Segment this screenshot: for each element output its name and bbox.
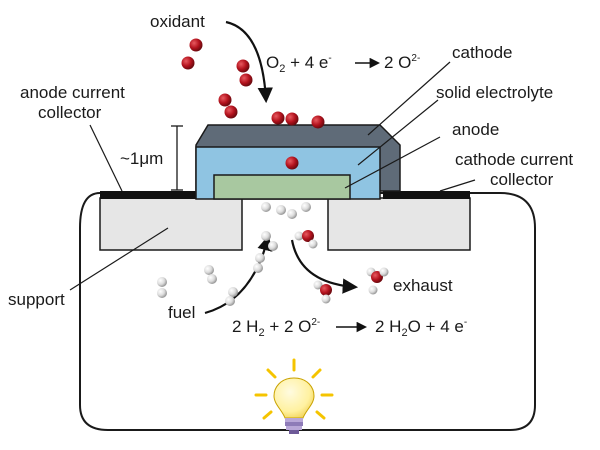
cathode-current-collector-label-1: cathode current [455,150,573,169]
chamber-outline [79,192,536,431]
oxidant-label: oxidant [150,12,205,31]
solid-electrolyte-label: solid electrolyte [436,83,553,102]
support-right [327,197,471,251]
oxidant-flow-arrow [225,20,273,104]
exhaust-molecules [294,230,389,304]
anode-collector-leader [89,124,123,192]
support-left [99,197,243,251]
cathode-current-collector-label-2: collector [490,170,554,189]
thickness-label: ~1μm [120,149,163,168]
cathode-reaction-product: 2 O2- [384,53,420,72]
support-leader [69,227,169,291]
anode-current-collector-label-2: collector [38,103,102,122]
fuel-molecules [157,202,311,306]
cathode-current-collector [383,191,470,199]
cathode-leader [367,61,451,136]
cathode-reaction-equation: O2 + 4 e- [266,53,332,75]
exhaust-flow-arrow [290,239,359,294]
support-label: support [8,290,65,309]
anode-current-collector-label-1: anode current [20,83,125,102]
light-bulb-icon [254,358,334,434]
cathode-collector-leader [439,179,476,192]
exhaust-label: exhaust [393,276,453,295]
fuel-label: fuel [168,303,195,322]
thickness-indicator [171,125,183,191]
anode-reaction-product: 2 H2O + 4 e- [375,317,467,339]
oxygen-molecules [181,38,325,170]
anode-leader [344,136,441,189]
fuel-flow-arrow [204,235,273,315]
anode-label: anode [452,120,499,139]
electrolyte-leader [357,99,439,166]
cathode-label: cathode [452,43,513,62]
anode-reaction-equation: 2 H2 + 2 O2- [232,317,320,339]
anode-layer [213,174,351,200]
anode-current-collector [100,191,242,199]
